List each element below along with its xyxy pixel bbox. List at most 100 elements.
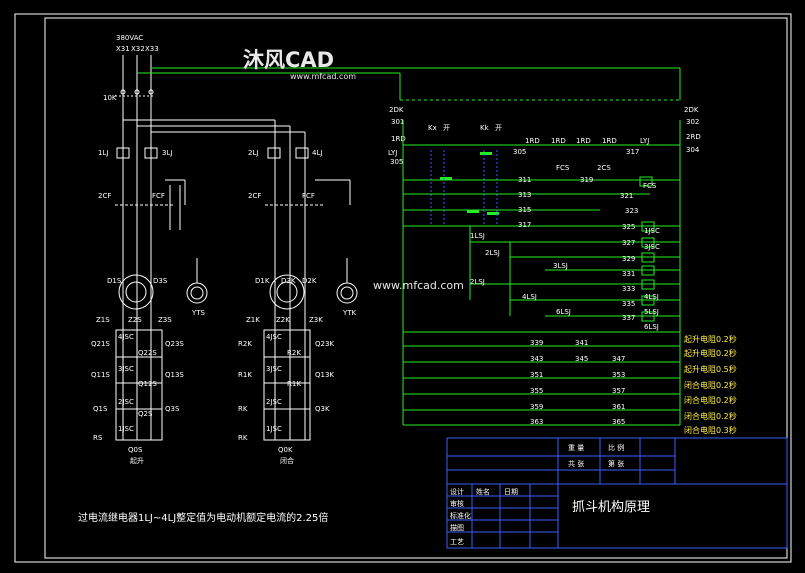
control-circuit: 2DK 2DK 301 1RD 302 2RD 304 LYJ 305 Kx 开… [388, 68, 737, 435]
left-brake-label: YTS [191, 309, 206, 317]
right-res-q23k: Q23K [315, 340, 334, 348]
svg-text:4JSC: 4JSC [266, 333, 282, 341]
svg-text:359: 359 [530, 403, 543, 411]
svg-text:标准化: 标准化 [450, 511, 471, 520]
svg-text:闭合电阻0.2秒: 闭合电阻0.2秒 [684, 380, 737, 390]
inner-frame [44, 17, 788, 559]
svg-text:2CS: 2CS [597, 164, 611, 172]
watermark-logo: 沐风CAD www.mfcad.com [243, 48, 356, 81]
svg-text:317: 317 [626, 148, 639, 156]
svg-text:共 张: 共 张 [568, 459, 584, 468]
svg-text:323: 323 [625, 207, 638, 215]
svg-text:第 张: 第 张 [608, 459, 624, 468]
drawing-title: 抓斗机构原理 [572, 500, 650, 515]
svg-text:321: 321 [620, 192, 633, 200]
right-res-rk: RK [238, 405, 248, 413]
svg-text:341: 341 [575, 339, 588, 347]
left-contactor-label: 2CF [98, 192, 111, 200]
title-block: 重 量 比 例 共 张 第 张 设计 审核 标准化 描图 工艺 姓名 日期 抓斗… [446, 437, 788, 549]
svg-text:开: 开 [495, 124, 502, 132]
left-motor-d1s: D1S [107, 277, 122, 285]
right-rotor-z1k: Z1K [246, 316, 260, 324]
svg-text:6LSJ: 6LSJ [644, 323, 659, 331]
right-res-rk2: RK [238, 434, 248, 442]
left-motor [118, 274, 154, 310]
right-brake-label: YTK [342, 309, 357, 317]
svg-text:343: 343 [530, 355, 543, 363]
left-resistor-bank [115, 329, 163, 441]
svg-text:LYJ: LYJ [388, 149, 397, 157]
svg-text:日期: 日期 [504, 488, 518, 496]
svg-text:1RD: 1RD [576, 137, 591, 145]
right-brake-coil [336, 282, 358, 304]
right-bottom-label: Q0K [278, 446, 293, 454]
right-motor-d3k: D3K [281, 277, 296, 285]
svg-text:LYJ: LYJ [640, 137, 649, 145]
left-res-q23s: Q23S [165, 340, 184, 348]
svg-text:1RD: 1RD [391, 135, 406, 143]
svg-text:2JSC: 2JSC [118, 398, 134, 406]
right-rotor-z3k: Z3K [309, 316, 323, 324]
left-bottom-label: Q0S [128, 446, 143, 454]
svg-text:2JSC: 2JSC [266, 398, 282, 406]
current-setting-note: 过电流继电器1LJ~4LJ整定值为电动机额定电流的2.25倍 [78, 511, 328, 524]
svg-text:329: 329 [622, 255, 635, 263]
svg-text:311: 311 [518, 176, 531, 184]
svg-text:比 例: 比 例 [608, 443, 624, 452]
svg-text:313: 313 [518, 191, 531, 199]
svg-text:363: 363 [530, 418, 543, 426]
svg-text:Kx: Kx [428, 124, 437, 132]
svg-text:315: 315 [518, 206, 531, 214]
svg-text:339: 339 [530, 339, 543, 347]
right-contactor2-label: FCF [302, 192, 315, 200]
relay-4lj: 4LJ [312, 149, 322, 157]
svg-text:FCS: FCS [556, 164, 570, 172]
right-resistor-bank [263, 329, 311, 441]
svg-text:6LSJ: 6LSJ [556, 308, 571, 316]
svg-text:Q2S: Q2S [138, 410, 153, 418]
phase-label-3: X33 [145, 45, 159, 53]
watermark-brand: 沐风CAD [243, 48, 334, 72]
left-contactor2-label: FCF [152, 192, 165, 200]
svg-text:闭合电阻0.2秒: 闭合电阻0.2秒 [684, 411, 737, 421]
relay-1lj: 1LJ [98, 149, 108, 157]
ctrl-switch-left: 2DK [389, 106, 404, 114]
left-rotor-z1s: Z1S [96, 316, 110, 324]
svg-text:1RD: 1RD [525, 137, 540, 145]
left-res-q13s: Q13S [165, 371, 184, 379]
svg-text:起升电阻0.5秒: 起升电阻0.5秒 [684, 364, 737, 374]
svg-text:355: 355 [530, 387, 543, 395]
svg-text:325: 325 [622, 223, 635, 231]
right-rotor-z2k: Z2K [276, 316, 290, 324]
svg-text:闭合电阻0.3秒: 闭合电阻0.3秒 [684, 425, 737, 435]
left-res-q1s: Q1S [93, 405, 108, 413]
svg-text:3JSC: 3JSC [644, 243, 660, 251]
svg-text:工艺: 工艺 [450, 538, 464, 546]
svg-text:305: 305 [390, 158, 403, 166]
relay-3lj: 3LJ [162, 149, 172, 157]
svg-text:1RD: 1RD [602, 137, 617, 145]
svg-text:3LSJ: 3LSJ [553, 262, 568, 270]
right-caption: 闭合 [280, 456, 294, 465]
svg-text:审核: 审核 [450, 499, 464, 508]
svg-text:1RD: 1RD [551, 137, 566, 145]
right-power-circuit: 2LJ 4LJ 2CF FCF D1K D3K D2K YTK Z1K Z2K … [238, 120, 358, 465]
svg-text:重 量: 重 量 [568, 444, 584, 452]
right-res-r2k: R2K [238, 340, 252, 348]
main-switch-label: 10K [103, 94, 117, 102]
svg-text:365: 365 [612, 418, 625, 426]
right-res-r1k: R1K [238, 371, 252, 379]
svg-text:305: 305 [513, 148, 526, 156]
svg-text:333: 333 [622, 285, 635, 293]
svg-text:327: 327 [622, 239, 635, 247]
svg-text:2LSJ: 2LSJ [485, 249, 500, 257]
left-rotor-z3s: Z3S [158, 316, 172, 324]
svg-text:5LSJ: 5LSJ [644, 308, 659, 316]
svg-text:361: 361 [612, 403, 625, 411]
phase-label-2: X32 [131, 45, 145, 53]
svg-text:304: 304 [686, 146, 700, 154]
right-res-q3k: Q3K [315, 405, 330, 413]
left-brake-coil [186, 282, 208, 304]
svg-text:1JSC: 1JSC [266, 425, 282, 433]
